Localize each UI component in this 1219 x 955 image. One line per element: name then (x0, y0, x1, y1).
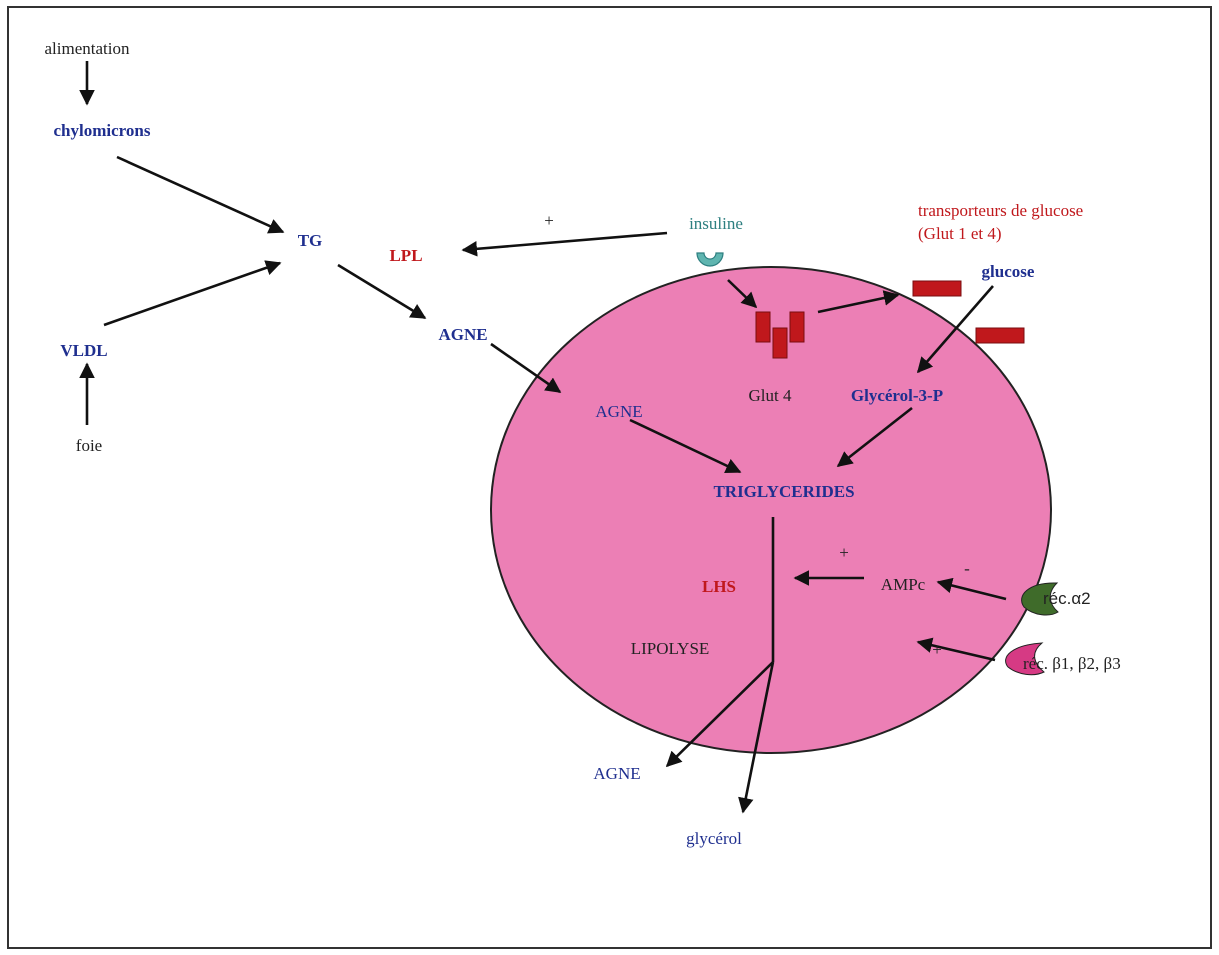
arrow-insuline-lpl (461, 231, 668, 257)
glucose-transporter-1 (912, 280, 962, 297)
label-alimentation: alimentation (45, 39, 130, 58)
label-foie: foie (76, 436, 102, 455)
label-ampc: AMPc (881, 575, 926, 594)
arrow-beta-ampc (916, 637, 996, 662)
label-lpl: LPL (389, 246, 422, 265)
label-plus-lhs: + (839, 543, 849, 562)
label-lhs: LHS (702, 577, 736, 596)
label-plus-insuline: + (544, 211, 554, 230)
label-transporteurs-line2: (Glut 1 et 4) (918, 224, 1002, 243)
arrow-tg-agne (337, 263, 427, 320)
label-agne-outer: AGNE (438, 325, 487, 344)
alpha2-receptor-icon (1021, 582, 1059, 616)
label-tg: TG (298, 231, 323, 250)
label-minus-alpha: - (964, 559, 970, 578)
label-triglycerides: TRIGLYCERIDES (713, 482, 854, 501)
label-agne-inner: AGNE (595, 402, 642, 421)
arrow-glucose-glycerol3p (916, 285, 994, 374)
label-plus-beta: + (932, 640, 942, 659)
label-glucose: glucose (982, 262, 1035, 281)
label-agne-bottom: AGNE (593, 764, 640, 783)
arrow-chylomicrons-tg (116, 155, 285, 234)
glucose-transporter-2 (975, 327, 1025, 344)
label-insuline: insuline (689, 214, 743, 233)
adipocyte-cell (490, 266, 1052, 754)
arrow-lipolysis-agne (665, 661, 774, 768)
arrow-receptor-glut4 (727, 279, 758, 309)
arrow-agne-into-cell (490, 342, 562, 394)
beta-receptor-icon (1005, 642, 1045, 676)
glut4-transporter-icon (755, 311, 805, 359)
arrow-lipolysis-glycerol (738, 661, 775, 814)
label-transporteurs-line1: transporteurs de glucose (918, 201, 1083, 220)
arrow-alpha2-ampc (936, 577, 1007, 601)
label-rec-alpha2: réc.α2 (1043, 589, 1091, 608)
arrow-agne-triglycerides (629, 418, 742, 474)
insulin-receptor-icon (696, 252, 724, 267)
label-glut4: Glut 4 (749, 386, 792, 405)
label-rec-beta: réc. β1, β2, β3 (1023, 654, 1121, 673)
label-chylomicrons: chylomicrons (54, 121, 151, 140)
label-glycerol: glycérol (686, 829, 742, 848)
label-vldl: VLDL (60, 341, 107, 360)
arrow-glut4-membrane (817, 290, 900, 314)
arrow-glycerol3p-triglycerides (836, 406, 913, 468)
arrow-vldl-tg (103, 260, 282, 327)
label-lipolyse: LIPOLYSE (631, 639, 710, 658)
label-glycerol3p: Glycérol-3-P (851, 386, 943, 405)
